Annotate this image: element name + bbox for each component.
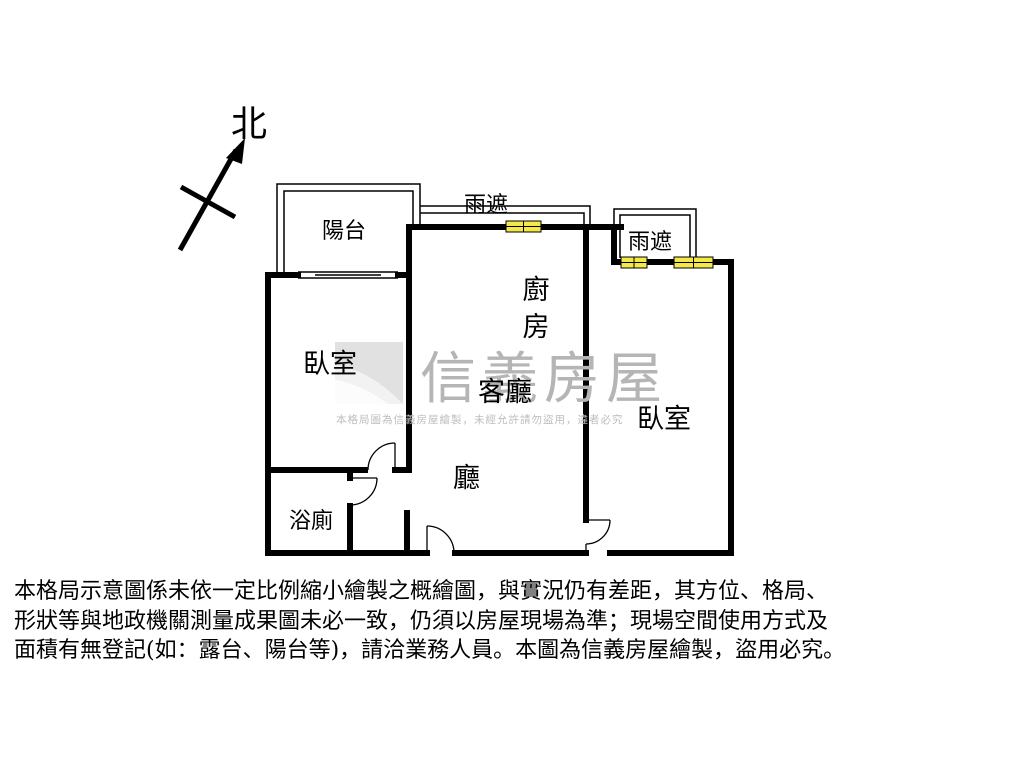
window-right-2: [673, 256, 714, 269]
floor-plan: [177, 138, 734, 556]
disclaimer-line-2: 形狀等與地政機關測量成果圖未必一致，仍須以房屋現場為準；現場空間使用方式及: [14, 608, 829, 634]
room-label-balcony: 陽台: [322, 219, 367, 244]
window-top: [505, 220, 542, 233]
door-bedroom-left: [367, 442, 396, 471]
watermark-notice: 本格局圖為信義房屋繪製，未經允許請勿盜用，違者必究: [336, 414, 624, 426]
room-label-bathroom: 浴廁: [289, 509, 334, 534]
room-label-kitchen: 廚 房: [521, 272, 551, 346]
disclaimer-line-3: 面積有無登記(如：露台、陽台等)，請洽業務人員。本圖為信義房屋繪製，盜用必究。: [14, 638, 846, 663]
door-bedroom-right: [585, 519, 611, 553]
window-right-1: [620, 256, 648, 269]
canopy-top-outline: [420, 205, 591, 224]
room-label-canopy-right: 雨遮: [628, 230, 673, 255]
compass: [177, 138, 245, 252]
north-label: 北: [231, 104, 268, 145]
door-entrance: [426, 525, 455, 554]
compass-cross-bar: [179, 184, 237, 220]
room-label-bedroom-right: 臥室: [637, 404, 691, 435]
compass-arrow-head: [226, 138, 245, 164]
kitchen-char-1: 廚: [522, 275, 550, 306]
balcony-sliding-door: [298, 271, 398, 279]
walls: [265, 224, 734, 556]
disclaimer-line-1: 本格局示意圖係未依一定比例縮小繪製之概繪圖，與實況仍有差距，其方位、格局、: [14, 579, 829, 604]
watermark-brand: 信義房屋: [420, 347, 668, 412]
door-bathroom: [349, 477, 378, 506]
disclaimer: 本格局示意圖係未依一定比例縮小繪製之概繪圖，與實況仍有差距，其方位、格局、 形狀…: [14, 577, 1014, 666]
room-label-canopy-top: 雨遮: [464, 193, 509, 218]
room-label-living-room: 客廳: [478, 377, 532, 408]
room-label-hall: 廳: [453, 463, 480, 494]
kitchen-char-2: 房: [522, 312, 550, 343]
balcony-railing: [276, 183, 421, 272]
watermark-logo: [335, 342, 403, 404]
room-label-bedroom-left: 臥室: [303, 349, 357, 380]
